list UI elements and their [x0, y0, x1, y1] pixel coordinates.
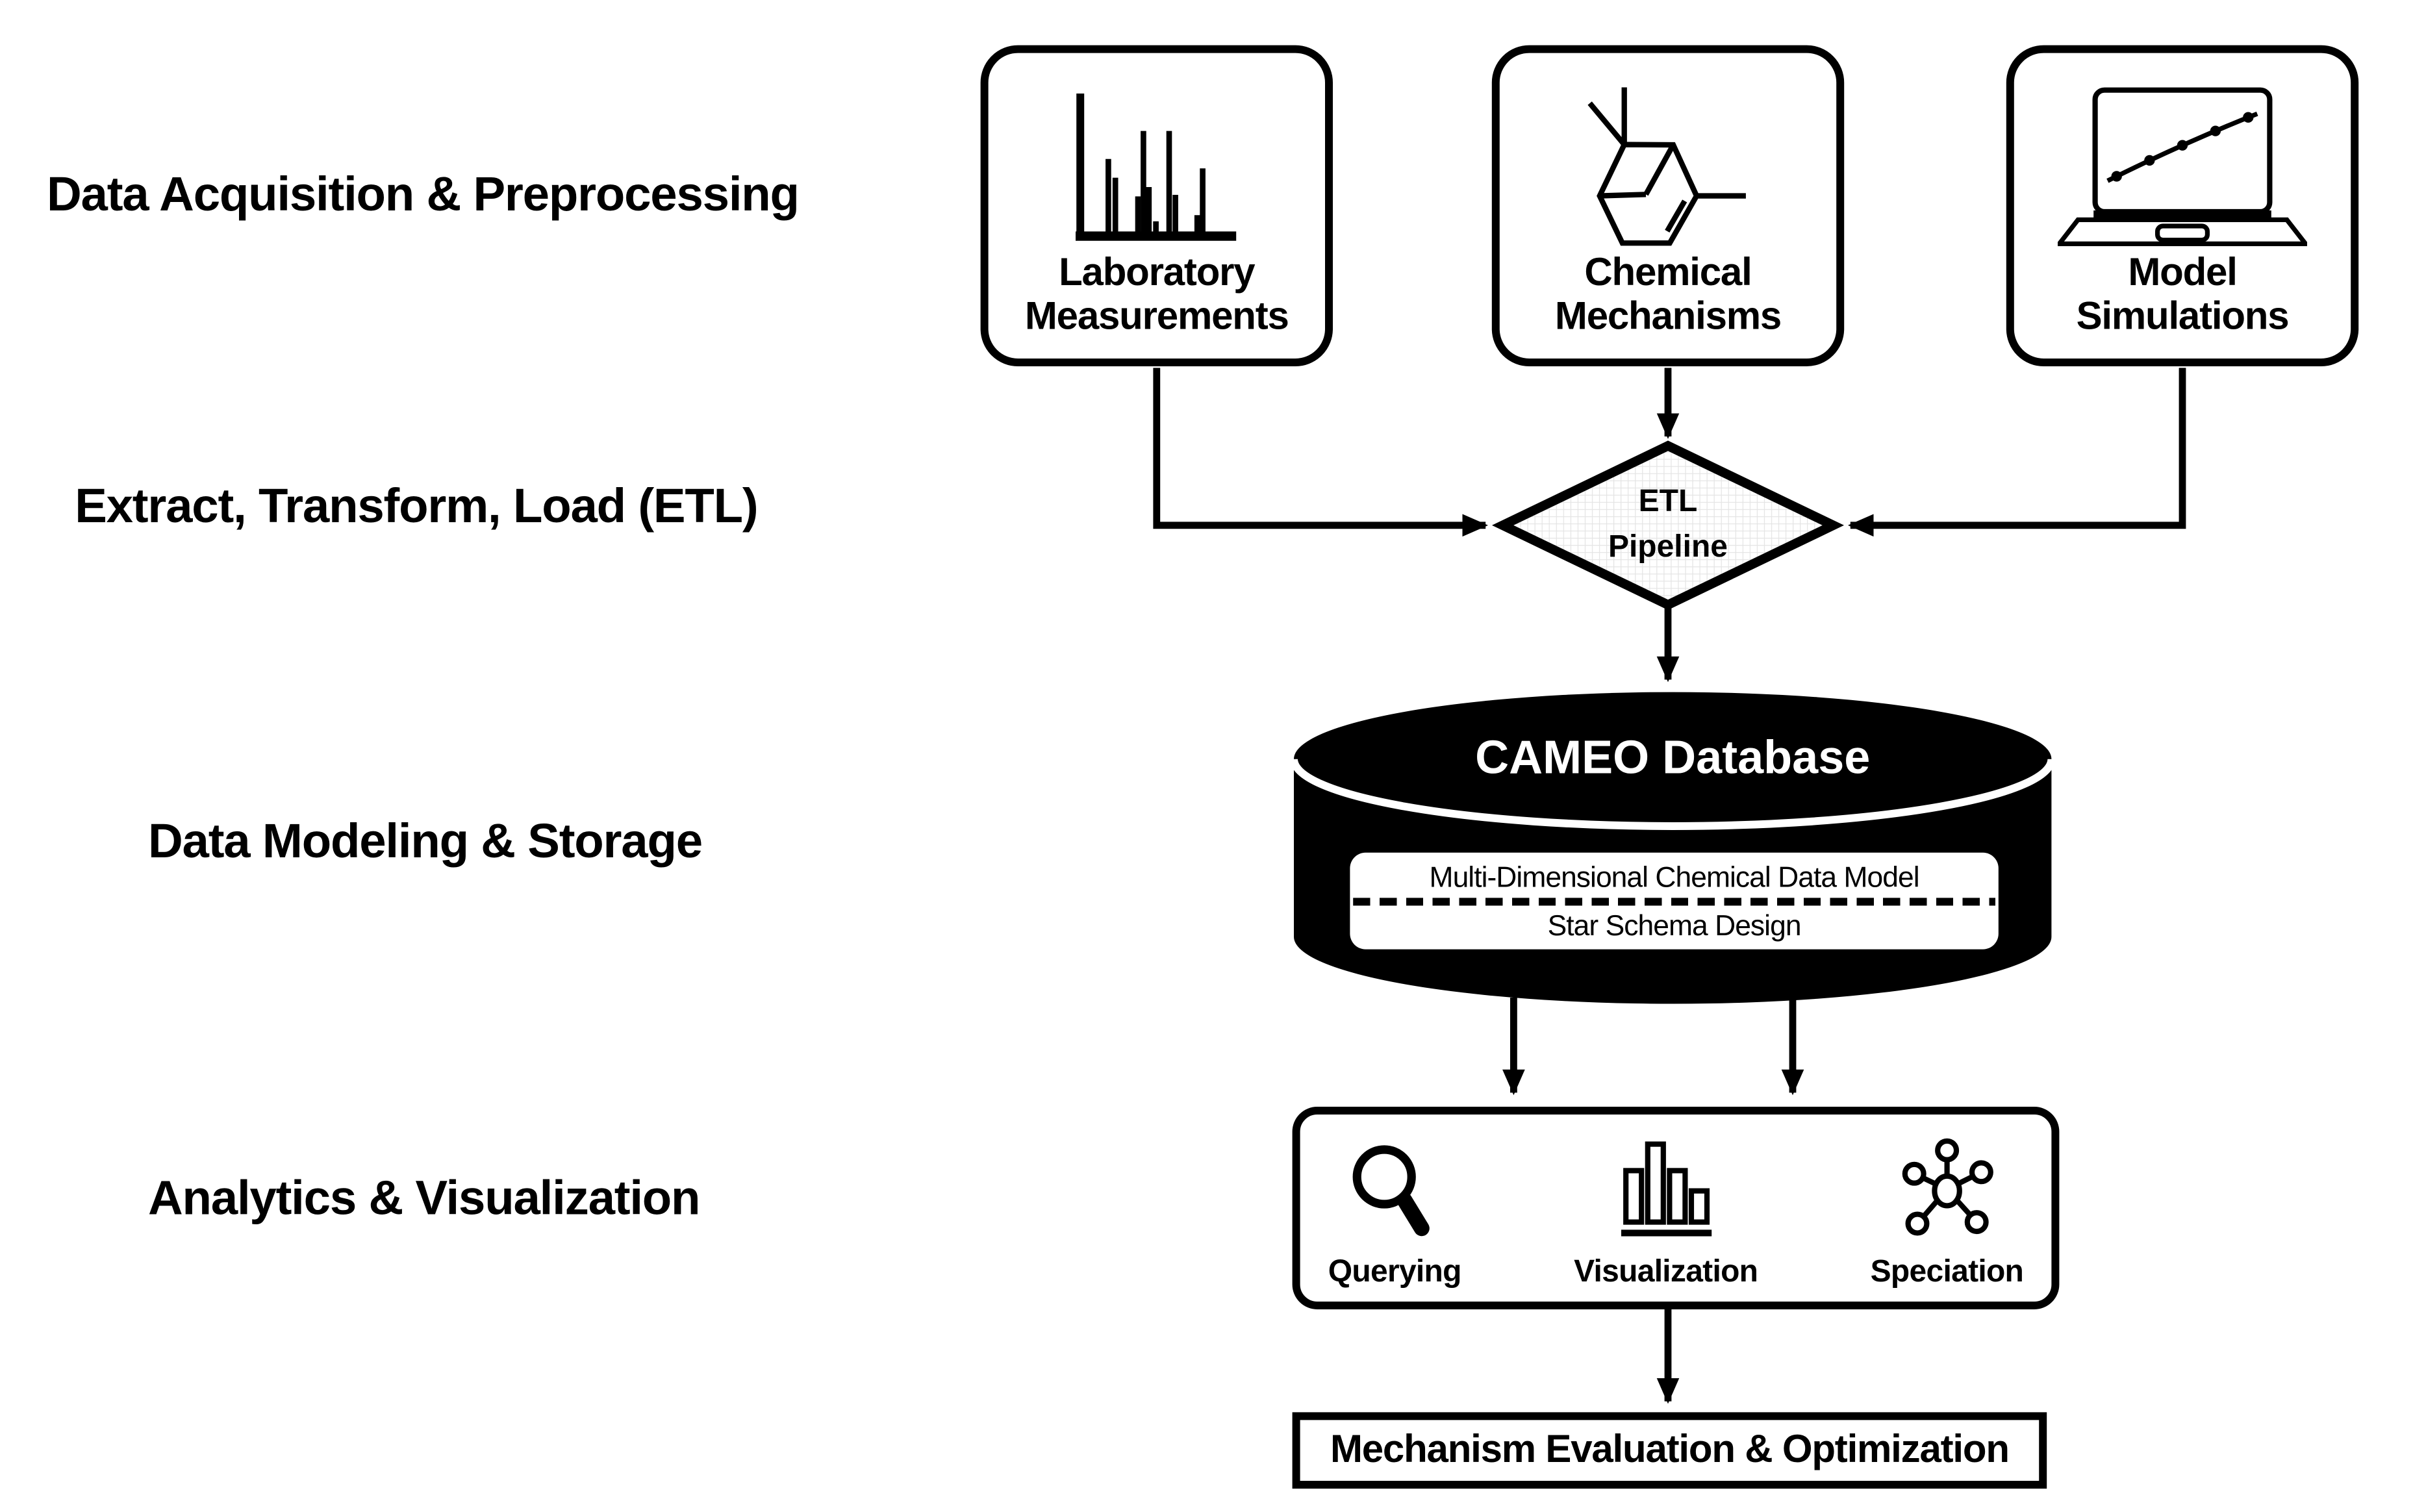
etl-diamond [1491, 440, 1845, 611]
connector-lab-to-etl [1153, 368, 1489, 537]
stage-label-modeling: Data Modeling & Storage [148, 813, 703, 868]
cylinder-lid-separator [1290, 759, 2056, 831]
bar-chart-icon [1616, 1127, 1716, 1252]
database-inner-panel: Multi-Dimensional Chemical Data Model St… [1350, 852, 1999, 950]
analytics-box: Querying Visualization [1292, 1107, 2060, 1310]
molecule-structure-icon [1587, 84, 1749, 249]
source-label: Chemical Mechanisms [1500, 250, 1836, 340]
analytics-item-label: Speciation [1870, 1255, 2024, 1289]
source-label-line1: Chemical [1584, 250, 1752, 294]
connectors [1153, 368, 2186, 1404]
database-schema-label: Star Schema Design [1547, 908, 1802, 941]
source-box-laboratory-measurements: Laboratory Measurements [980, 45, 1333, 366]
etl-label-line2: Pipeline [1608, 530, 1728, 564]
source-label-line1: Model [2128, 250, 2238, 294]
output-label: Mechanism Evaluation & Optimization [1330, 1428, 2010, 1472]
analytics-item-querying: Querying [1328, 1115, 1461, 1302]
source-label-line2: Mechanisms [1554, 295, 1782, 339]
analytics-item-label: Visualization [1574, 1255, 1758, 1289]
stage-label-acquisition: Data Acquisition & Preprocessing [47, 166, 800, 221]
analytics-item-visualization: Visualization [1574, 1115, 1758, 1302]
spectrum-icon [1074, 84, 1239, 249]
etl-pipeline-label: ETL Pipeline [1559, 480, 1777, 570]
network-icon [1895, 1127, 1998, 1252]
analytics-item-speciation: Speciation [1871, 1115, 2024, 1302]
database-data-model-label: Multi-Dimensional Chemical Data Model [1429, 859, 1920, 892]
source-label-line2: Simulations [2076, 295, 2290, 339]
source-box-chemical-mechanisms: Chemical Mechanisms [1491, 45, 1845, 366]
stage-label-analytics: Analytics & Visualization [148, 1170, 700, 1226]
database-title: CAMEO Database [1475, 733, 1871, 785]
analytics-item-label: Querying [1328, 1255, 1462, 1289]
dashed-divider [1353, 897, 1995, 905]
source-box-model-simulations: Model Simulations [2006, 45, 2359, 366]
source-label-line2: Measurements [1024, 295, 1289, 339]
laptop-chart-icon [2058, 84, 2308, 249]
stage-label-etl: Extract, Transform, Load (ETL) [75, 478, 758, 533]
source-label: Model Simulations [2014, 250, 2351, 340]
source-label: Laboratory Measurements [989, 250, 1325, 340]
cylinder-lid [1294, 692, 2052, 826]
magnifier-icon [1345, 1127, 1445, 1252]
connector-model-to-etl [1847, 368, 2186, 537]
source-label-line1: Laboratory [1059, 250, 1256, 294]
output-box: Mechanism Evaluation & Optimization [1292, 1412, 2047, 1489]
etl-label-line1: ETL [1638, 485, 1698, 520]
